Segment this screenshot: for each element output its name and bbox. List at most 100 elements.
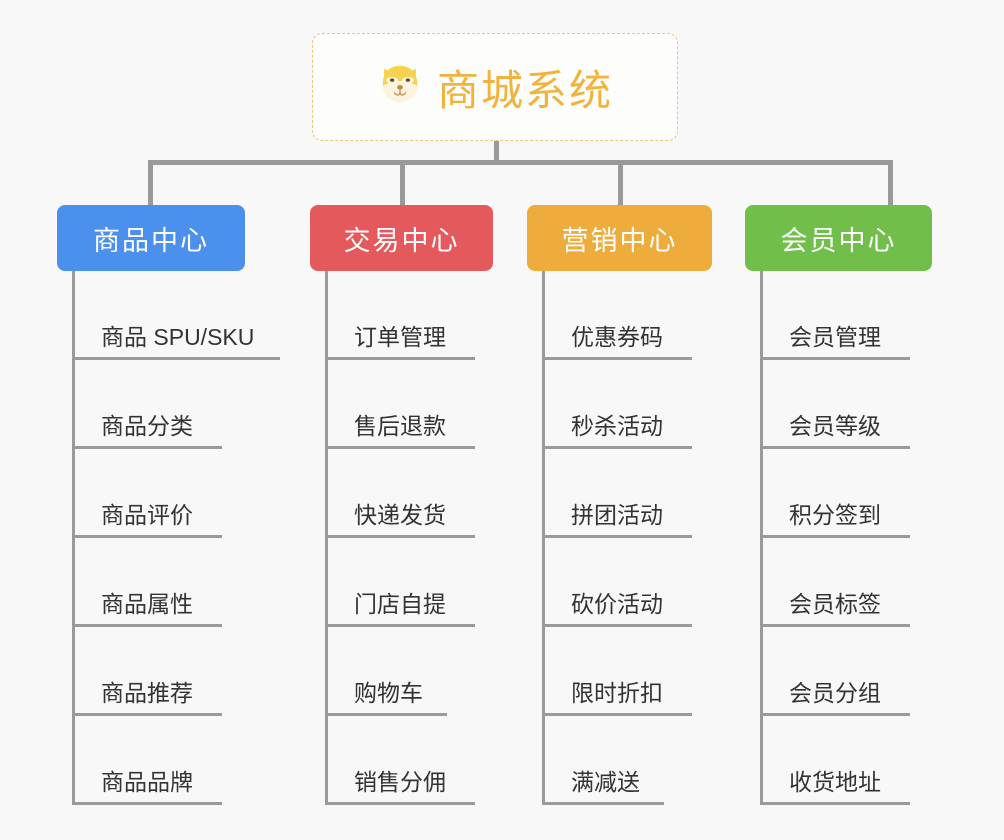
leaf-item-underline xyxy=(325,357,475,360)
leaf-item[interactable]: 商品推荐 xyxy=(57,627,245,716)
category-items: 订单管理售后退款快递发货门店自提购物车销售分佣 xyxy=(310,271,493,805)
category-header[interactable]: 营销中心 xyxy=(527,205,712,271)
leaf-item-label: 商品属性 xyxy=(101,591,193,617)
leaf-item[interactable]: 商品分类 xyxy=(57,360,245,449)
category-header-label: 交易中心 xyxy=(343,225,460,256)
leaf-item-label: 销售分佣 xyxy=(354,769,446,795)
category-header[interactable]: 交易中心 xyxy=(310,205,493,271)
leaf-item-underline xyxy=(542,357,692,360)
leaf-item[interactable]: 销售分佣 xyxy=(310,716,493,805)
leaf-item[interactable]: 收货地址 xyxy=(745,716,932,805)
leaf-item-label: 商品分类 xyxy=(101,413,193,439)
leaf-item-underline xyxy=(325,624,475,627)
leaf-item-label: 订单管理 xyxy=(354,324,446,350)
connector-spine xyxy=(760,271,763,805)
category-header-label: 会员中心 xyxy=(780,225,897,256)
leaf-item-label: 秒杀活动 xyxy=(571,413,663,439)
leaf-item-underline xyxy=(325,535,475,538)
leaf-item-label: 限时折扣 xyxy=(571,680,663,706)
category-column: 交易中心订单管理售后退款快递发货门店自提购物车销售分佣 xyxy=(310,205,493,805)
leaf-item[interactable]: 会员等级 xyxy=(745,360,932,449)
leaf-item-underline xyxy=(542,535,692,538)
leaf-item-label: 积分签到 xyxy=(789,502,881,528)
leaf-item-label: 会员分组 xyxy=(789,680,881,706)
leaf-item-underline xyxy=(325,713,447,716)
leaf-item-underline xyxy=(760,357,910,360)
category-header-label: 营销中心 xyxy=(561,225,678,256)
connector-drop-2 xyxy=(400,160,405,205)
connector-drop-3 xyxy=(618,160,623,205)
category-header[interactable]: 会员中心 xyxy=(745,205,932,271)
category-header-label: 商品中心 xyxy=(93,225,209,256)
leaf-item[interactable]: 限时折扣 xyxy=(527,627,712,716)
leaf-item[interactable]: 砍价活动 xyxy=(527,538,712,627)
root-node[interactable]: 商城系统 xyxy=(312,33,678,141)
leaf-item[interactable]: 拼团活动 xyxy=(527,449,712,538)
connector-spine xyxy=(72,271,75,805)
leaf-item-underline xyxy=(760,713,910,716)
leaf-item-underline xyxy=(542,446,692,449)
leaf-item-underline xyxy=(72,713,222,716)
leaf-item-label: 收货地址 xyxy=(789,769,881,795)
leaf-item-label: 商品推荐 xyxy=(101,680,193,706)
leaf-item[interactable]: 商品 SPU/SKU xyxy=(57,271,280,360)
leaf-item-label: 商品 SPU/SKU xyxy=(101,324,255,350)
leaf-item-label: 快递发货 xyxy=(354,502,446,528)
leaf-item[interactable]: 会员管理 xyxy=(745,271,932,360)
leaf-item-label: 商品评价 xyxy=(101,502,193,528)
connector-drop-1 xyxy=(148,160,153,205)
leaf-item-underline xyxy=(542,624,692,627)
leaf-item[interactable]: 商品品牌 xyxy=(57,716,245,805)
leaf-item[interactable]: 满减送 xyxy=(527,716,712,805)
leaf-item[interactable]: 积分签到 xyxy=(745,449,932,538)
category-column: 营销中心优惠券码秒杀活动拼团活动砍价活动限时折扣满减送 xyxy=(527,205,712,805)
leaf-item-underline xyxy=(72,624,222,627)
leaf-item-label: 拼团活动 xyxy=(571,502,663,528)
leaf-item[interactable]: 购物车 xyxy=(310,627,493,716)
leaf-item-label: 售后退款 xyxy=(354,413,446,439)
connector-spine xyxy=(542,271,545,805)
leaf-item[interactable]: 商品属性 xyxy=(57,538,245,627)
leaf-item[interactable]: 门店自提 xyxy=(310,538,493,627)
leaf-item-label: 优惠券码 xyxy=(571,324,663,350)
leaf-item-label: 购物车 xyxy=(354,680,423,706)
category-column: 会员中心会员管理会员等级积分签到会员标签会员分组收货地址 xyxy=(745,205,932,805)
connector-root-stub xyxy=(494,141,499,163)
leaf-item[interactable]: 秒杀活动 xyxy=(527,360,712,449)
leaf-item-label: 砍价活动 xyxy=(571,591,663,617)
connector-horizontal-bus xyxy=(148,160,890,165)
leaf-item-label: 门店自提 xyxy=(354,591,446,617)
leaf-item-label: 会员管理 xyxy=(789,324,881,350)
leaf-item[interactable]: 订单管理 xyxy=(310,271,493,360)
category-items: 商品 SPU/SKU 商品分类商品评价商品属性商品推荐商品品牌 xyxy=(57,271,280,805)
leaf-item[interactable]: 会员标签 xyxy=(745,538,932,627)
leaf-item-label: 商品品牌 xyxy=(101,769,193,795)
leaf-item[interactable]: 售后退款 xyxy=(310,360,493,449)
leaf-item-underline xyxy=(72,357,280,360)
shiba-inu-icon xyxy=(377,60,423,114)
leaf-item-label: 满减送 xyxy=(571,769,640,795)
leaf-item-underline xyxy=(325,446,475,449)
leaf-item-underline xyxy=(760,446,910,449)
leaf-item[interactable]: 优惠券码 xyxy=(527,271,712,360)
leaf-item-underline xyxy=(760,802,910,805)
leaf-item-underline xyxy=(72,802,222,805)
leaf-item-underline xyxy=(542,802,664,805)
leaf-item-label: 会员等级 xyxy=(789,413,881,439)
category-items: 优惠券码秒杀活动拼团活动砍价活动限时折扣满减送 xyxy=(527,271,712,805)
leaf-item-underline xyxy=(72,446,222,449)
connector-spine xyxy=(325,271,328,805)
root-node-label: 商城系统 xyxy=(436,66,613,114)
leaf-item-underline xyxy=(760,535,910,538)
leaf-item[interactable]: 会员分组 xyxy=(745,627,932,716)
leaf-item-underline xyxy=(72,535,222,538)
connector-drop-4 xyxy=(888,160,893,205)
leaf-item-label: 会员标签 xyxy=(789,591,881,617)
leaf-item[interactable]: 快递发货 xyxy=(310,449,493,538)
category-header[interactable]: 商品中心 xyxy=(57,205,245,271)
category-items: 会员管理会员等级积分签到会员标签会员分组收货地址 xyxy=(745,271,932,805)
leaf-item[interactable]: 商品评价 xyxy=(57,449,245,538)
leaf-item-underline xyxy=(760,624,910,627)
leaf-item-underline xyxy=(325,802,475,805)
